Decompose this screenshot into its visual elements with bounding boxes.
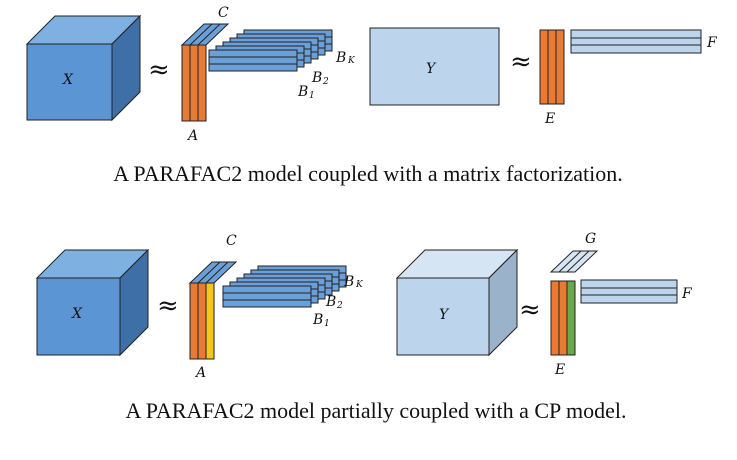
top-caption: A PARAFAC2 model coupled with a matrix f… <box>113 161 623 186</box>
bottom-y-cube: Y <box>395 248 519 357</box>
top-y-matrix: Y <box>369 27 500 106</box>
top-b-slices <box>208 29 333 72</box>
svg-text:2: 2 <box>322 77 329 87</box>
top-bk-label: B K <box>335 50 356 66</box>
bottom-y-cube-front <box>396 277 490 356</box>
bottom-bk-label: B K <box>343 274 364 290</box>
bottom-f-label: F <box>681 286 693 302</box>
bottom-b2-label: B 2 <box>325 294 343 311</box>
top-x-cube: X <box>25 14 142 122</box>
bottom-e-label: E <box>554 362 565 378</box>
svg-text:B: B <box>311 70 322 86</box>
bottom-x-cube: X <box>35 248 150 357</box>
bottom-g-factor: G <box>549 231 599 273</box>
bottom-e-factor: E <box>550 280 576 378</box>
bottom-x-label: X <box>71 306 83 322</box>
top-row: X ≈ C A B K B 2 B 1 <box>25 5 718 186</box>
bottom-c-factor: C <box>188 233 238 284</box>
bottom-b1-label: B 1 <box>312 312 330 329</box>
bottom-f-factor: F <box>580 279 693 304</box>
top-b2-label: B 2 <box>311 70 329 87</box>
svg-text:1: 1 <box>324 319 330 329</box>
top-x-cube-front <box>26 43 113 121</box>
top-a-factor: A <box>181 44 207 144</box>
svg-text:1: 1 <box>309 91 315 101</box>
svg-text:B: B <box>325 294 336 310</box>
bottom-approx-symbol-2: ≈ <box>519 295 541 325</box>
b-slice <box>208 49 298 72</box>
bottom-b-slices <box>222 265 347 308</box>
bottom-a-factor: A <box>189 282 215 381</box>
svg-text:K: K <box>347 56 356 66</box>
svg-text:K: K <box>355 280 364 290</box>
top-y-label: Y <box>426 61 437 77</box>
bottom-approx-symbol-1: ≈ <box>157 291 179 321</box>
bottom-c-label: C <box>226 233 237 249</box>
svg-text:B: B <box>297 84 308 100</box>
b-slice <box>222 285 312 308</box>
bottom-g-label: G <box>585 231 596 247</box>
bottom-row: X ≈ C A B K B 2 B 1 <box>35 231 693 423</box>
svg-text:B: B <box>312 312 323 328</box>
svg-text:B: B <box>335 50 346 66</box>
top-a-label: A <box>186 128 198 144</box>
top-approx-symbol-2: ≈ <box>510 47 532 77</box>
bottom-caption: A PARAFAC2 model partially coupled with … <box>126 398 627 423</box>
top-f-label: F <box>706 35 718 51</box>
svg-text:2: 2 <box>336 301 343 311</box>
svg-text:B: B <box>343 274 354 290</box>
top-e-label: E <box>544 111 555 127</box>
bottom-a-label: A <box>194 365 206 381</box>
bottom-y-label: Y <box>439 307 450 323</box>
top-x-label: X <box>62 72 74 88</box>
top-approx-symbol-1: ≈ <box>148 55 170 85</box>
top-b1-label: B 1 <box>297 84 315 101</box>
top-f-factor: F <box>570 29 718 54</box>
top-e-factor: E <box>539 29 565 127</box>
top-c-label: C <box>218 5 229 21</box>
bottom-x-cube-front <box>36 277 121 356</box>
top-c-factor: C <box>180 5 230 46</box>
